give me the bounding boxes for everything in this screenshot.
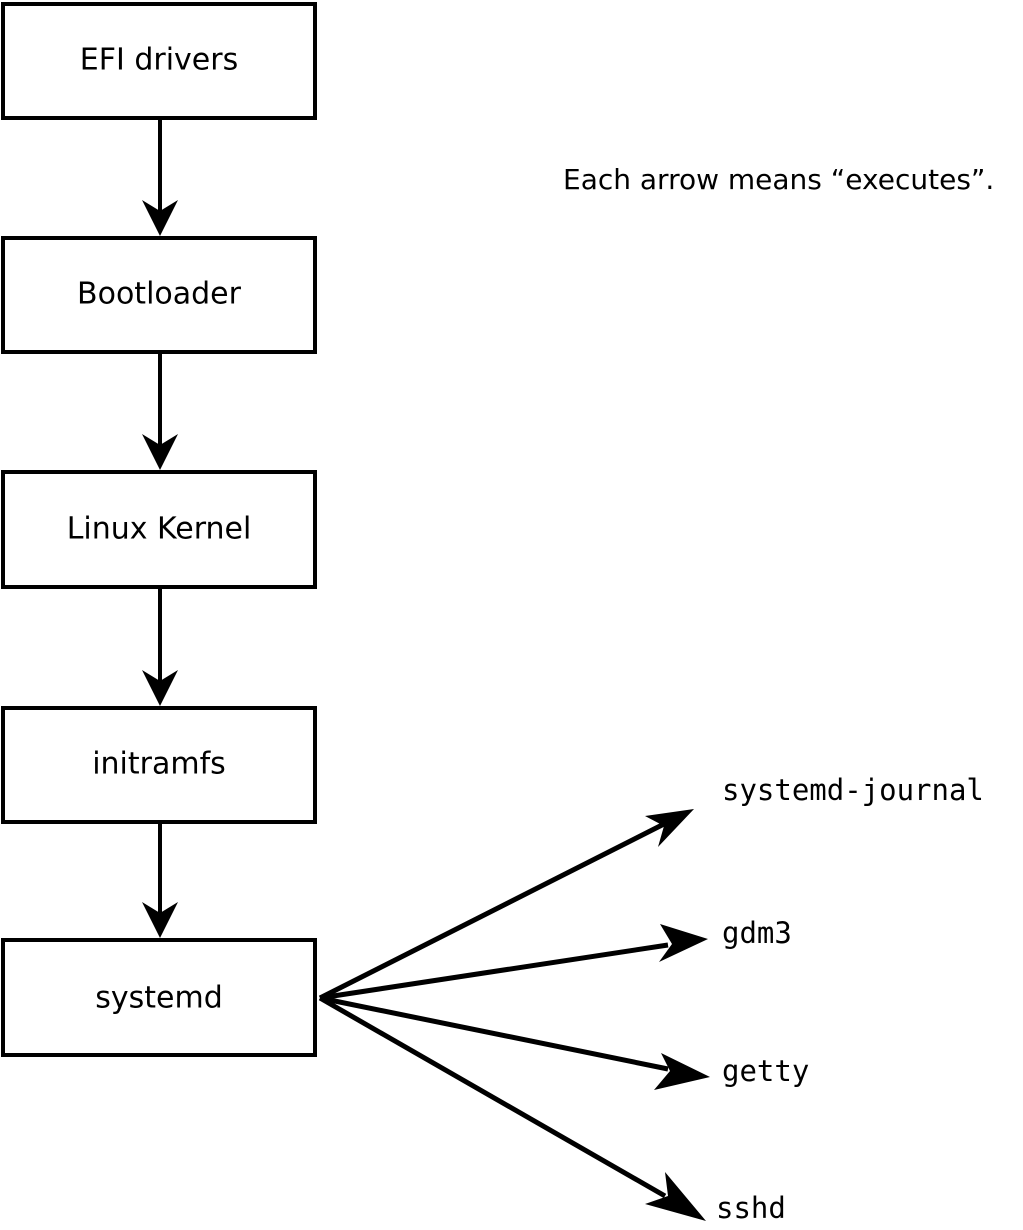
arrow-line-systemd-to-gdm3 (319, 942, 669, 1001)
node-label-efi-drivers: EFI drivers (80, 43, 238, 78)
node-systemd[interactable]: systemd (1, 938, 317, 1057)
arrowhead-systemd-to-sshd (645, 1172, 706, 1221)
legend-annotation: Each arrow means “executes”. (563, 163, 994, 196)
chain-arrowhead-group (142, 200, 178, 938)
arrow-line-systemd-to-sshd (318, 995, 667, 1199)
arrowhead-systemd-to-getty (654, 1053, 710, 1090)
node-box-linux-kernel (1, 470, 317, 589)
node-box-efi-drivers (1, 2, 317, 120)
node-linux-kernel[interactable]: Linux Kernel (1, 470, 317, 589)
node-bootloader[interactable]: Bootloader (1, 236, 317, 354)
arrowhead-systemd-to-gdm3 (659, 924, 708, 962)
arrow-line-systemd-to-systemd-journal (318, 821, 666, 1001)
arrowhead-efi-to-bootloader (142, 200, 178, 236)
arrowhead-kernel-to-initramfs (142, 670, 178, 706)
node-label-bootloader: Bootloader (77, 277, 242, 312)
arrowhead-initramfs-to-systemd (142, 902, 178, 938)
service-label-gdm3[interactable]: gdm3 (722, 916, 792, 950)
arrowhead-bootloader-to-kernel (142, 434, 178, 470)
arrow-line-systemd-to-getty (319, 995, 669, 1072)
node-box-bootloader (1, 236, 317, 354)
arrowhead-systemd-to-systemd-journal (645, 809, 694, 847)
node-box-initramfs (1, 706, 317, 824)
node-box-systemd (1, 938, 317, 1057)
node-efi-drivers[interactable]: EFI drivers (1, 2, 317, 120)
node-label-initramfs: initramfs (92, 747, 226, 782)
service-label-sshd[interactable]: sshd (716, 1191, 786, 1225)
fanout-arrow-group (318, 809, 710, 1221)
service-label-group: systemd-journal gdm3 getty sshd (716, 773, 984, 1225)
node-initramfs[interactable]: initramfs (1, 706, 317, 824)
node-label-linux-kernel: Linux Kernel (67, 512, 252, 547)
node-label-systemd: systemd (95, 981, 223, 1016)
service-label-getty[interactable]: getty (722, 1054, 809, 1088)
chain-node-group: EFI drivers Bootloader Linux Kernel init… (1, 2, 317, 1057)
service-label-systemd-journal[interactable]: systemd-journal (722, 773, 984, 807)
